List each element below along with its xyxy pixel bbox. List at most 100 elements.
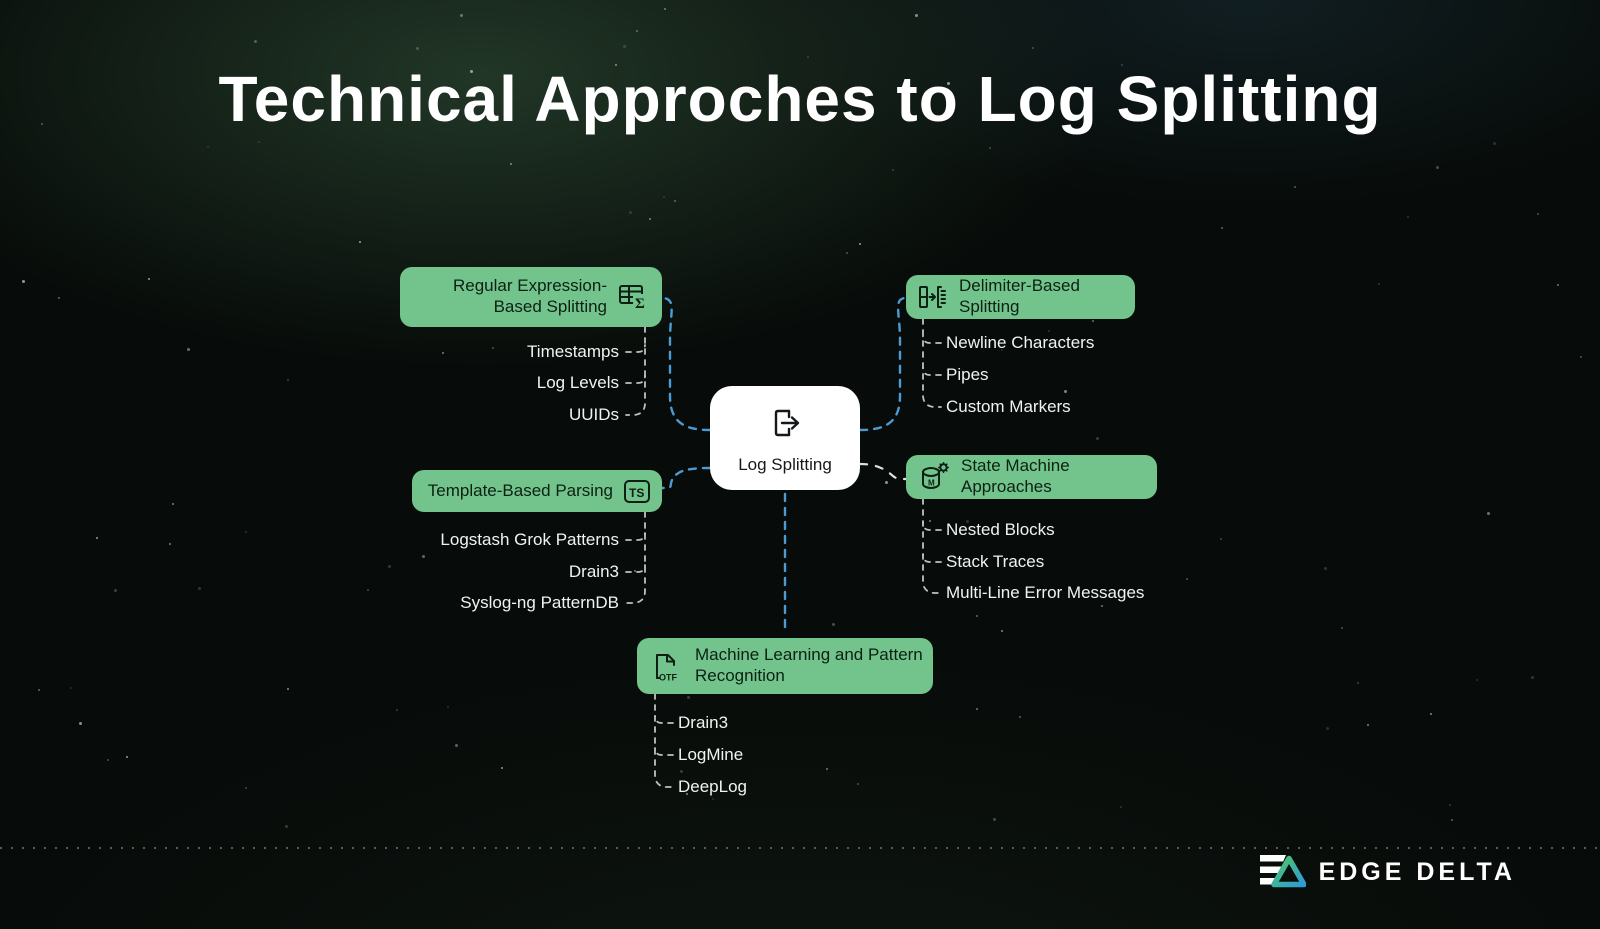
star-dot	[460, 14, 463, 17]
star-dot	[1378, 283, 1380, 285]
star-dot	[674, 200, 676, 202]
star-dot	[993, 818, 996, 821]
star-dot	[447, 706, 449, 708]
branch-label: Delimiter-Based Splitting	[959, 276, 1080, 316]
star-dot	[22, 280, 25, 283]
otf-file-icon: OTF	[650, 648, 684, 684]
star-dot	[859, 243, 861, 245]
star-dot	[1064, 390, 1067, 393]
star-dot	[885, 481, 888, 484]
child-item: Logstash Grok Patterns	[440, 530, 619, 549]
child-item: Multi-Line Error Messages	[946, 583, 1145, 602]
star-dot	[58, 297, 60, 299]
star-dot	[416, 47, 419, 50]
edge-delta-mark-icon	[1259, 852, 1307, 893]
star-dot	[492, 347, 494, 349]
child-item: Pipes	[946, 365, 989, 384]
star-dot	[388, 565, 391, 568]
svg-text:M: M	[928, 479, 935, 488]
star-dot	[198, 587, 201, 590]
star-dot	[510, 163, 512, 165]
star-dot	[1476, 679, 1478, 681]
star-dot	[1294, 186, 1296, 188]
star-dot	[976, 708, 978, 710]
svg-text:OTF: OTF	[659, 673, 677, 683]
star-dot	[396, 709, 398, 711]
branch-label: State Machine Approaches	[961, 456, 1070, 496]
branch-regex-splitting: Regular Expression-Based Splitting Σ	[400, 267, 662, 327]
star-dot	[169, 543, 171, 545]
footer-divider	[0, 847, 1600, 849]
center-node-log-splitting: Log Splitting	[710, 386, 860, 490]
star-dot	[989, 147, 991, 149]
star-dot	[807, 56, 809, 58]
child-item: Custom Markers	[946, 397, 1071, 416]
star-dot	[634, 570, 636, 572]
branch-label: Template-Based Parsing	[427, 480, 613, 500]
star-dot	[258, 141, 260, 143]
star-dot	[148, 278, 150, 280]
star-dot	[285, 825, 288, 828]
star-dot	[1324, 567, 1327, 570]
log-export-icon	[764, 402, 806, 449]
star-dot	[929, 520, 931, 522]
brand-logo: EDGE DELTA	[1259, 851, 1516, 893]
star-dot	[1092, 320, 1094, 322]
page-title: Technical Approches to Log Splitting	[218, 63, 1382, 135]
branch-machine-learning: OTF Machine Learning and Pattern Recogni…	[637, 638, 933, 694]
branch-label: Machine Learning and Pattern Recognition	[695, 645, 923, 685]
star-dot	[38, 689, 40, 691]
star-dot	[1096, 437, 1099, 440]
star-dot	[636, 30, 638, 32]
star-dot	[1101, 605, 1103, 607]
star-dot	[287, 688, 289, 690]
star-dot	[422, 555, 425, 558]
star-dot	[1487, 512, 1490, 515]
child-item: Log Levels	[536, 373, 619, 392]
star-dot	[1531, 676, 1534, 679]
star-dot	[1367, 724, 1369, 726]
table-sigma-icon: Σ	[616, 280, 650, 314]
star-dot	[1430, 713, 1432, 715]
star-dot	[629, 211, 632, 214]
star-dot	[114, 589, 117, 592]
star-dot	[187, 348, 190, 351]
star-dot	[663, 196, 665, 198]
star-dot	[1341, 627, 1343, 629]
star-dot	[455, 744, 458, 747]
star-dot	[826, 768, 828, 770]
star-dot	[1580, 356, 1582, 358]
star-dot	[1048, 330, 1050, 332]
child-item: DeepLog	[678, 777, 748, 796]
star-dot	[1019, 716, 1021, 718]
star-dot	[1326, 727, 1329, 730]
star-dot	[712, 798, 714, 800]
state-machine-icon: M	[917, 460, 951, 494]
star-dot	[832, 623, 835, 626]
split-log-icon	[917, 281, 949, 313]
star-dot	[172, 503, 174, 505]
star-dot	[846, 252, 848, 254]
child-connectors-ml	[654, 693, 674, 788]
child-item: Syslog-ng PatternDB	[460, 593, 619, 612]
star-dot	[96, 537, 98, 539]
child-connectors-template	[625, 511, 646, 604]
child-item: Nested Blocks	[946, 520, 1055, 539]
star-dot	[207, 146, 209, 148]
child-item: Drain3	[568, 562, 619, 581]
star-dot	[1186, 578, 1188, 580]
svg-text:Σ: Σ	[635, 296, 645, 312]
star-dot	[1220, 538, 1222, 540]
child-connectors-state	[922, 498, 942, 594]
star-dot	[501, 767, 503, 769]
star-dot	[1120, 806, 1122, 808]
branch-delimiter-splitting: Delimiter-Based Splitting	[906, 275, 1135, 319]
star-dot	[245, 531, 247, 533]
star-dot	[1449, 804, 1451, 806]
branch-state-machine: M State Machine Approaches	[906, 455, 1157, 499]
brand-name: EDGE DELTA	[1318, 857, 1516, 886]
star-dot	[857, 783, 859, 785]
child-item: Stack Traces	[946, 552, 1045, 571]
star-dot	[367, 589, 369, 591]
